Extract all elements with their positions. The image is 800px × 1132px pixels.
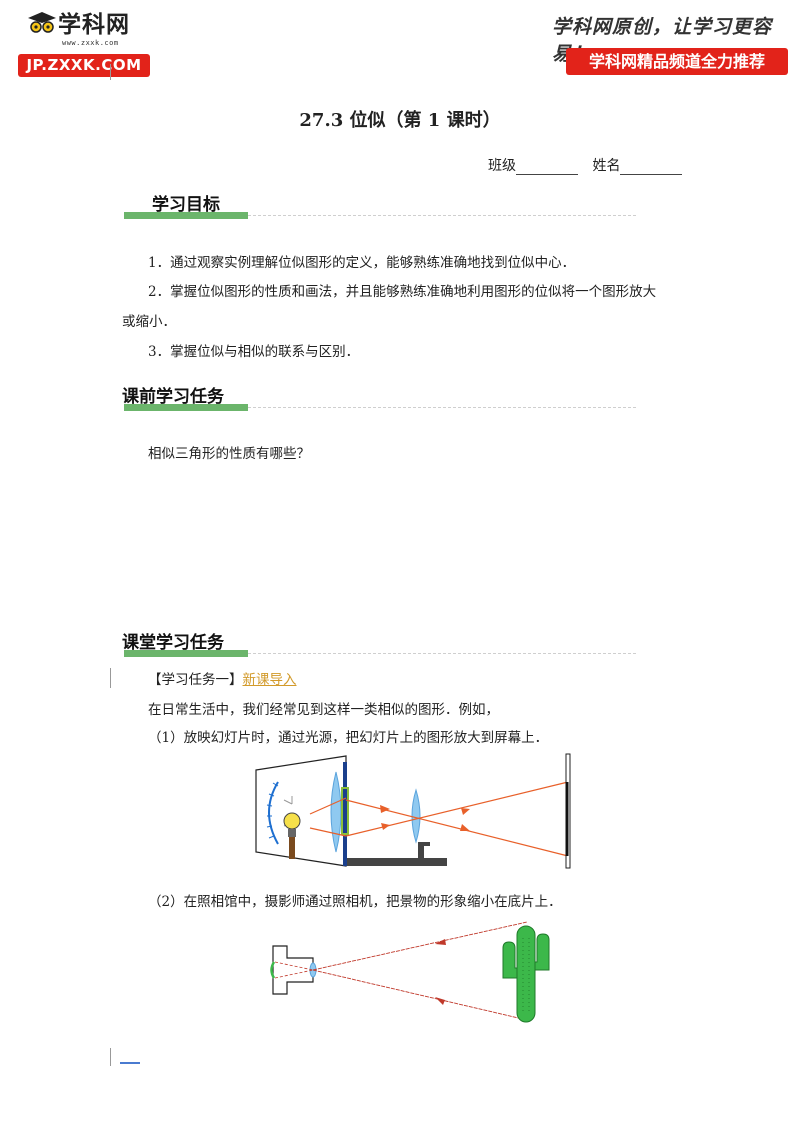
heading-rule: [248, 407, 636, 408]
camera-figure: [270, 921, 550, 1023]
class-label: 班级: [488, 158, 516, 174]
light-ray: [312, 969, 528, 1021]
pre-question: 相似三角形的性质有哪些？: [148, 446, 310, 462]
heading-bar: [124, 404, 248, 411]
logo-url: www.zxxk.com: [62, 39, 119, 47]
section-heading-class: 课堂学习任务: [122, 633, 224, 653]
class-blank[interactable]: [516, 160, 578, 175]
margin-mark: [110, 64, 111, 80]
footer-mark: [120, 1062, 140, 1064]
projector-figure: [255, 753, 571, 869]
name-label: 姓名: [592, 158, 621, 174]
logo-badge[interactable]: JP.ZXXK.COM: [18, 54, 150, 77]
logo-mascot-icon: [28, 12, 56, 33]
light-ray: [309, 827, 347, 837]
name-blank[interactable]: [620, 160, 683, 175]
projector-rail: [347, 858, 447, 866]
goal-item: 2．掌握位似图形的性质和画法，并且能够熟练准确地利用图形的位似将一个图形放大: [148, 284, 657, 300]
light-ray: [309, 797, 347, 815]
heading-bar: [124, 212, 248, 219]
camera-body: [272, 945, 314, 995]
slide: [341, 787, 349, 835]
light-ray: [312, 921, 528, 971]
cactus-icon: [502, 925, 550, 1023]
task-link[interactable]: 新课导入: [242, 672, 297, 688]
goal-item: 3．掌握位似与相似的联系与区别．: [148, 344, 360, 360]
film-image: [270, 961, 276, 979]
section-heading-pre: 课前学习任务: [122, 387, 224, 407]
intro-text: 在日常生活中，我们经常见到这样一类相似的图形．例如，: [148, 702, 499, 718]
goal-item: 1．通过观察实例理解位似图形的定义，能够熟练准确地找到位似中心．: [148, 255, 576, 271]
page-title: 27.3 位似（第 1 课时）: [299, 110, 501, 131]
promo-banner[interactable]: 学科网精品频道全力推荐: [566, 48, 788, 75]
goal-item: 或缩小．: [122, 314, 176, 330]
margin-mark: [110, 1048, 111, 1066]
condenser-lens: [330, 771, 342, 853]
projection-lens: [411, 788, 421, 844]
section-heading-goals: 学习目标: [152, 195, 220, 215]
example-2: （2）在照相馆中，摄影师通过照相机，把景物的形象缩小在底片上．: [148, 894, 562, 910]
heading-rule: [248, 215, 636, 216]
logo-text: 学科网: [58, 12, 130, 38]
task-label: 【学习任务一】: [148, 672, 243, 688]
slide-frame: [343, 762, 347, 866]
heading-bar: [124, 650, 248, 657]
bulb-icon: [283, 796, 301, 859]
heading-rule: [248, 653, 636, 654]
margin-mark: [110, 668, 111, 688]
example-1: （1）放映幻灯片时，通过光源，把幻灯片上的图形放大到屏幕上．: [148, 730, 549, 746]
reflector-mirror: [268, 781, 279, 845]
class-name-line: 班级 姓名: [488, 155, 692, 175]
task-line: 【学习任务一】新课导入: [148, 670, 297, 690]
